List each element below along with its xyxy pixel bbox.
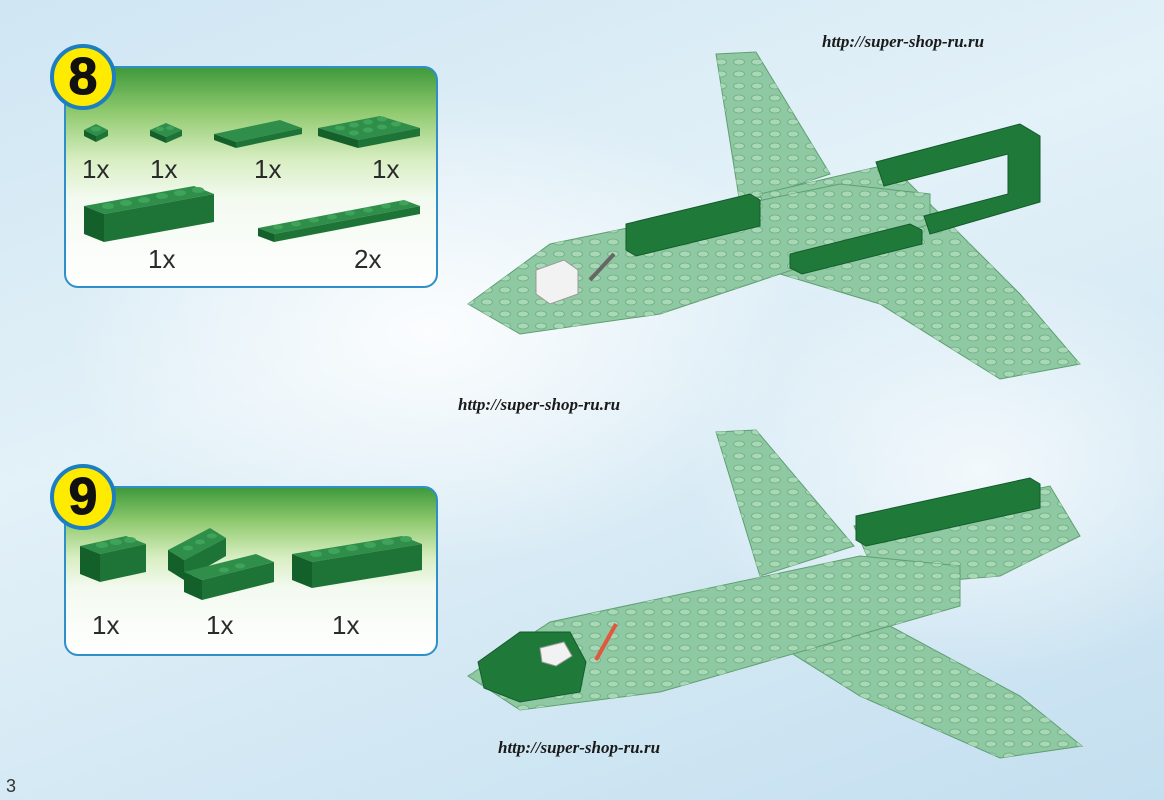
part-1x1-plate-icon (84, 124, 108, 142)
part-quantity: 1x (372, 154, 400, 184)
part-quantity: 1x (206, 610, 234, 640)
part-2x4-plate-icon (318, 116, 420, 148)
part-1x4-tile-icon (214, 120, 302, 148)
watermark-url-top: http://super-shop-ru.ru (822, 32, 985, 51)
part-quantity: 1x (254, 154, 282, 184)
part-1x8-plate-icon (258, 200, 420, 242)
part-quantity: 1x (148, 244, 176, 274)
step-9-badge: 9 (50, 464, 116, 530)
airplane-model-step-8 (467, 51, 1081, 380)
step-9-parts-box: 1x 1x 1x (64, 486, 438, 656)
part-1x2-plate-icon (150, 123, 182, 143)
page-number: 3 (6, 776, 17, 796)
part-quantity: 1x (92, 610, 120, 640)
part-1x6-brick-icon (292, 536, 422, 588)
watermark-url-bottom: http://super-shop-ru.ru (498, 738, 661, 757)
airplane-model-step-9 (467, 429, 1084, 759)
part-quantity: 1x (150, 154, 178, 184)
watermark-url-middle: http://super-shop-ru.ru (458, 395, 621, 414)
part-quantity: 1x (82, 154, 110, 184)
step-8-parts-box: 1x 1x 1x 1x 1x 2x (64, 66, 438, 288)
step-8-badge: 8 (50, 44, 116, 110)
part-quantity: 1x (332, 610, 360, 640)
part-1x6-brick-icon (84, 186, 214, 242)
part-wedge-pair-icon (168, 528, 274, 600)
part-quantity: 2x (354, 244, 382, 274)
part-1x3-brick-icon (80, 536, 146, 582)
